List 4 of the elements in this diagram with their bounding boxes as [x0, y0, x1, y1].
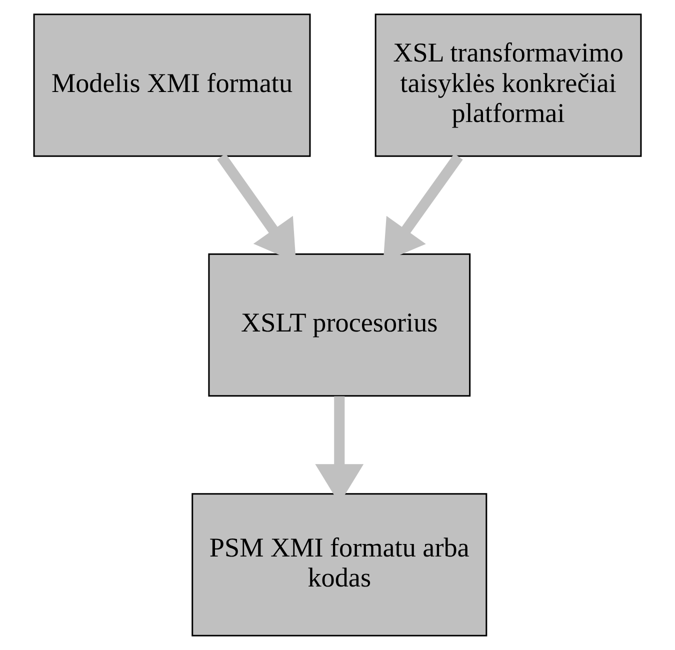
node-box: PSM XMI formatu arba kodas	[192, 493, 488, 636]
node-box: XSLT procesorius	[208, 253, 471, 397]
node-box: Modelis XMI formatu	[33, 14, 311, 157]
node-box: XSL transformavimo taisyklės konkrečiai platformai	[374, 14, 642, 157]
